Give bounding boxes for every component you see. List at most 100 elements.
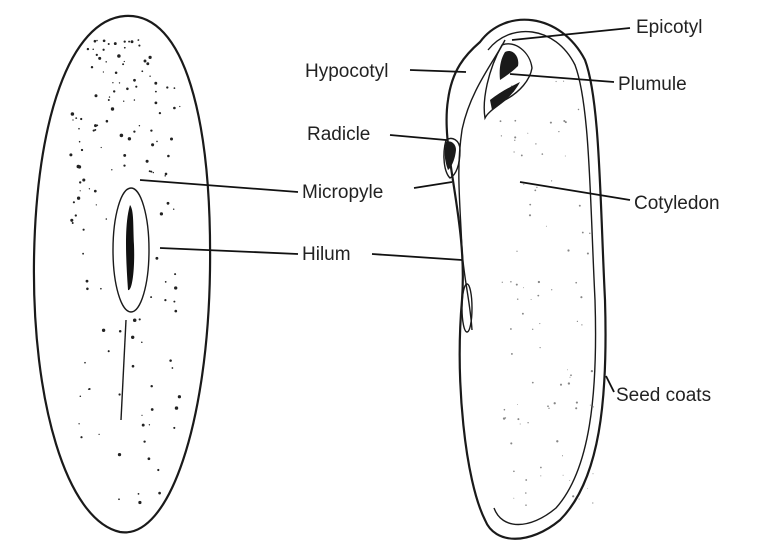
speckle: [123, 154, 126, 157]
speckle: [165, 173, 168, 176]
speckle: [109, 96, 110, 97]
stipple-dot: [581, 324, 582, 325]
speckle: [82, 178, 85, 181]
speckle: [150, 129, 152, 131]
seed-coat-inner: [488, 32, 596, 525]
leader-epicotyl: [512, 28, 630, 40]
speckle: [86, 280, 89, 283]
stipple-dot: [576, 402, 578, 404]
seed-external-view: [34, 16, 210, 532]
stipple-dot: [510, 442, 512, 444]
leader-cotyledon: [520, 182, 630, 200]
speckle: [133, 319, 137, 323]
speckle: [100, 288, 102, 290]
stipple-dot: [540, 467, 542, 469]
radicle-tip: [445, 141, 456, 170]
speckle: [164, 175, 165, 176]
speckle: [81, 149, 83, 151]
embryo-axis: [459, 40, 505, 330]
stipple-dot: [540, 475, 541, 476]
stipple-dot: [556, 440, 558, 442]
speckle: [96, 40, 98, 42]
speckle: [148, 457, 151, 460]
stipple-dot: [560, 384, 562, 386]
speckle: [155, 102, 158, 105]
stipple-dot: [587, 488, 588, 489]
stipple-dot: [517, 404, 518, 405]
speckle: [143, 440, 145, 442]
stipple-dot: [527, 133, 528, 134]
speckle: [131, 40, 134, 43]
speckle: [80, 436, 82, 438]
speckle: [89, 188, 90, 189]
speckle: [122, 63, 124, 65]
stipple-dot: [550, 122, 552, 124]
speckle: [156, 141, 158, 143]
leader-micropyle-left: [140, 180, 298, 192]
speckle: [80, 395, 82, 397]
stipple-dot: [500, 120, 502, 122]
speckle: [138, 493, 140, 495]
label-hilum: Hilum: [302, 244, 351, 265]
speckle: [106, 120, 109, 123]
speckle: [139, 125, 140, 126]
stipple-dot: [537, 295, 539, 297]
speckle: [117, 54, 121, 58]
stipple-dot: [514, 140, 515, 141]
stipple-dot: [593, 473, 594, 474]
speckle: [80, 190, 81, 191]
stipple-dot: [547, 405, 549, 407]
surface-speckles: [69, 39, 181, 504]
stipple-dot: [554, 402, 556, 404]
speckle: [137, 39, 138, 40]
label-seed-coats: Seed coats: [616, 385, 711, 406]
speckle: [149, 170, 151, 172]
speckle: [169, 359, 172, 362]
stipple-dot: [556, 81, 557, 82]
stipple-dot: [551, 289, 552, 290]
leader-radicle: [390, 135, 446, 140]
speckle: [113, 90, 115, 92]
stipple-dot: [542, 153, 544, 155]
speckle: [96, 204, 97, 205]
speckle: [149, 75, 150, 76]
speckle: [155, 91, 157, 93]
stipple-dot: [565, 156, 566, 157]
speckle: [119, 330, 122, 333]
stipple-dot: [525, 504, 527, 506]
speckle: [80, 118, 82, 120]
speckle: [101, 147, 102, 148]
speckle: [112, 82, 113, 83]
stipple-dot: [525, 492, 527, 494]
leader-micropyle-right: [414, 182, 452, 188]
speckle: [151, 408, 154, 411]
stipple-dot: [579, 499, 580, 500]
speckle: [124, 47, 126, 49]
speckle: [167, 202, 170, 205]
speckle: [103, 39, 106, 42]
stipple-dot: [568, 382, 570, 384]
stipple-dot: [511, 85, 513, 87]
speckle: [123, 101, 124, 102]
speckle: [108, 350, 110, 352]
speckle: [149, 424, 150, 425]
leader-seed-coats: [606, 376, 614, 392]
stipple-dot: [565, 121, 567, 123]
speckle: [72, 222, 74, 224]
speckle: [106, 218, 108, 220]
stipple-dot: [525, 479, 527, 481]
stipple-dot: [513, 91, 514, 92]
stipple-dot: [591, 370, 593, 372]
speckle: [114, 42, 117, 45]
speckle: [146, 62, 149, 65]
speckle: [141, 415, 142, 416]
speckle: [75, 117, 77, 119]
speckle: [138, 501, 141, 504]
stipple-dot: [558, 131, 559, 132]
stipple-dot: [531, 299, 532, 300]
speckle: [166, 86, 168, 88]
speckle: [96, 54, 98, 56]
speckle: [175, 406, 178, 409]
speckle: [138, 45, 140, 47]
speckle: [91, 66, 93, 68]
